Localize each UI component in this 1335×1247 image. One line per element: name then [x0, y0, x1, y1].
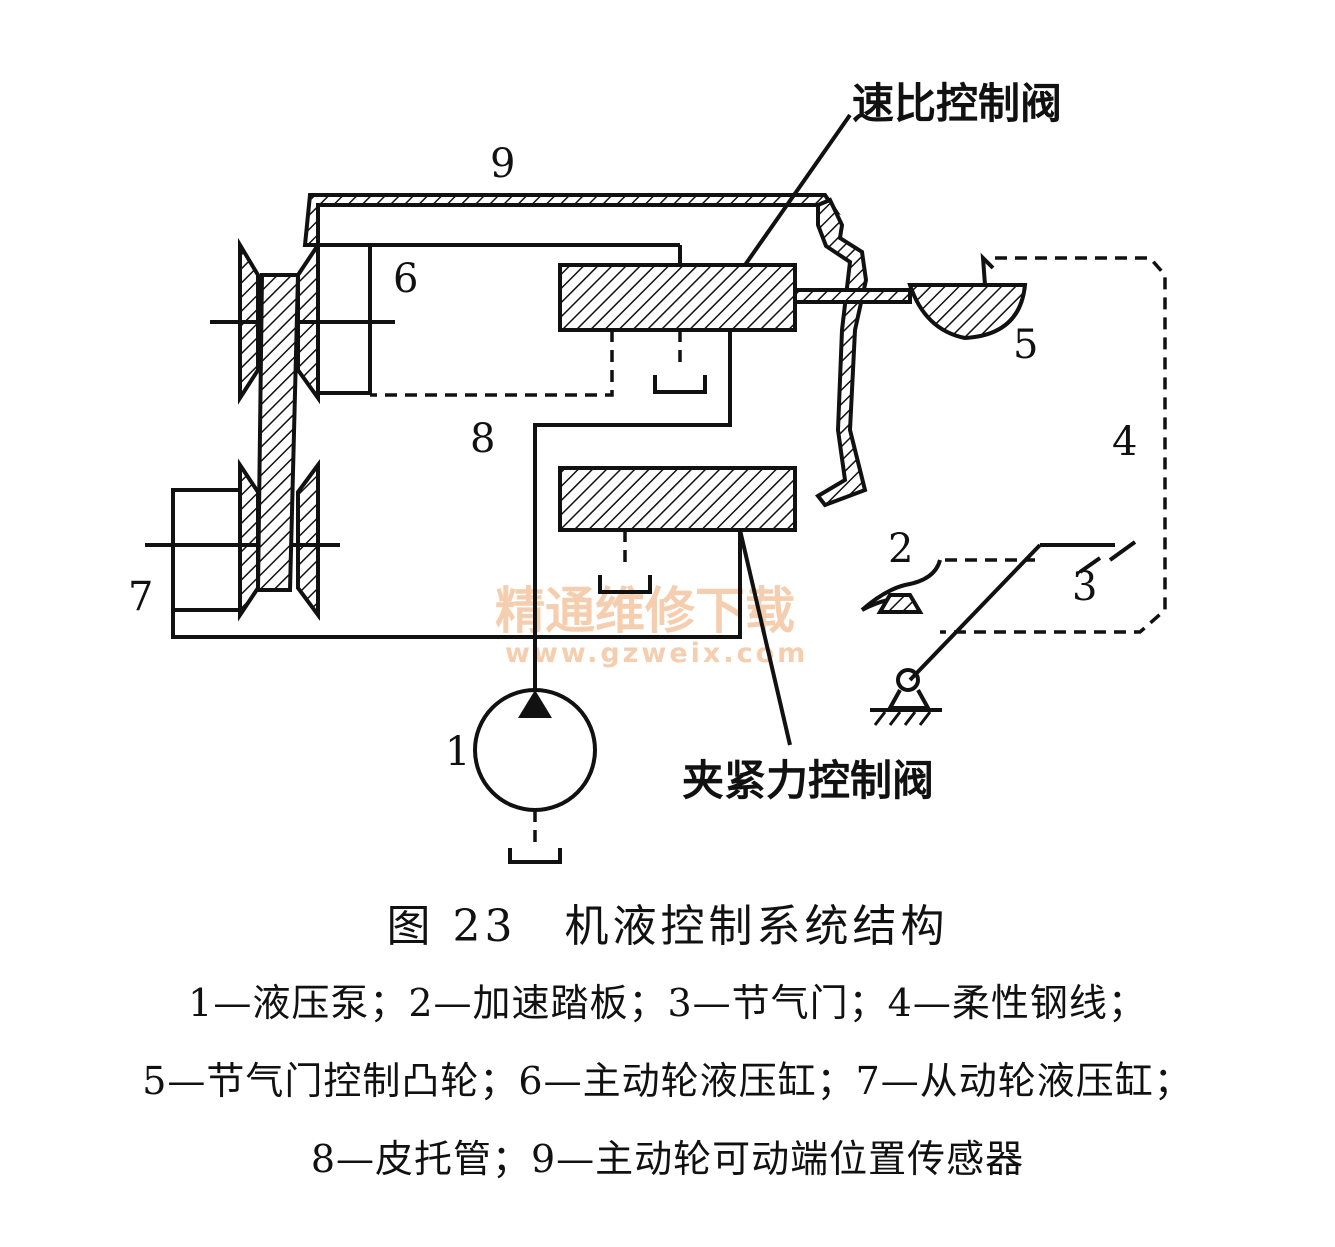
figure-title: 图 23 机液控制系统结构 — [386, 901, 949, 952]
flexible-wire — [940, 256, 1167, 634]
accelerator-pedal — [860, 558, 1035, 614]
label-9: 9 — [490, 141, 515, 187]
primary-cylinder — [316, 243, 682, 395]
pitot-tube — [171, 330, 742, 690]
label-8: 8 — [470, 416, 495, 462]
clamping-force-control-valve — [558, 466, 797, 746]
clamp-valve-label: 夹紧力控制阀 — [682, 756, 934, 805]
label-6: 6 — [393, 256, 418, 302]
legend-line-3: 8—皮托管；9—主动轮可动端位置传感器 — [310, 1137, 1025, 1181]
label-5: 5 — [1013, 322, 1038, 368]
throttle-linkage — [870, 540, 1137, 726]
primary-pulley — [210, 237, 395, 405]
legend-line-1: 1—液压泵；2—加速踏板；3—节气门；4—柔性钢线； — [188, 981, 1147, 1025]
label-4: 4 — [1112, 419, 1137, 465]
hydraulic-pump — [473, 688, 597, 864]
throttle-cam — [907, 252, 1028, 341]
label-3: 3 — [1072, 564, 1097, 610]
label-7: 7 — [128, 574, 153, 620]
position-sensor-rod — [302, 193, 869, 508]
ratio-valve-label: 速比控制阀 — [852, 79, 1062, 128]
label-1: 1 — [445, 729, 470, 775]
secondary-pulley — [145, 458, 340, 622]
ratio-control-valve — [370, 113, 912, 397]
watermark-url: www.gzweix.com — [505, 638, 808, 669]
legend-line-2: 5—节气门控制凸轮；6—主动轮液压缸；7—从动轮液压缸； — [142, 1059, 1193, 1103]
label-2: 2 — [888, 526, 913, 572]
drive-belt — [255, 273, 301, 592]
